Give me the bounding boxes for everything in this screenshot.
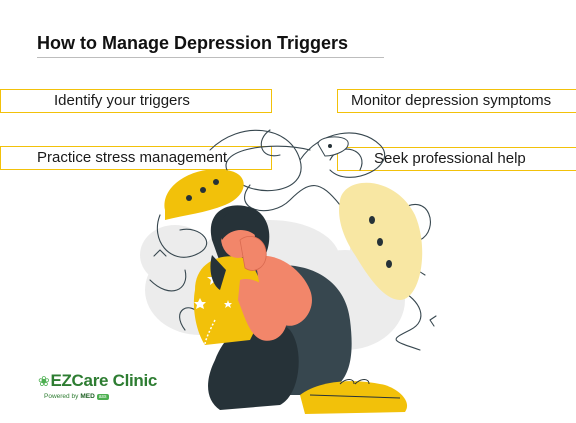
- speech-bubble-left: [164, 169, 244, 220]
- tip-stress-management: Practice stress management: [0, 146, 272, 170]
- speech-bubble-right: [339, 182, 423, 300]
- title-divider: [37, 57, 384, 58]
- logo-badge: ass: [96, 393, 109, 400]
- leaf-icon: ❀: [38, 372, 50, 389]
- woman-figure: [193, 205, 408, 414]
- tip-professional-help: Seek professional help: [337, 147, 576, 171]
- tip-identify-triggers: Identify your triggers: [0, 89, 272, 113]
- tip-monitor-symptoms: Monitor depression symptoms: [337, 89, 576, 113]
- ezcare-clinic-logo: ❀ EZCare Clinic Powered by MED ass: [38, 371, 157, 400]
- med-text: MED: [80, 393, 95, 400]
- logo-brand-text: EZCare Clinic: [50, 371, 158, 390]
- powered-by-text: Powered by: [44, 393, 79, 400]
- logo-brand: ❀ EZCare Clinic: [38, 371, 157, 391]
- speech-bubble-small: [317, 136, 349, 157]
- logo-powered-by: Powered by MED ass: [44, 393, 157, 400]
- page-title: How to Manage Depression Triggers: [37, 33, 349, 53]
